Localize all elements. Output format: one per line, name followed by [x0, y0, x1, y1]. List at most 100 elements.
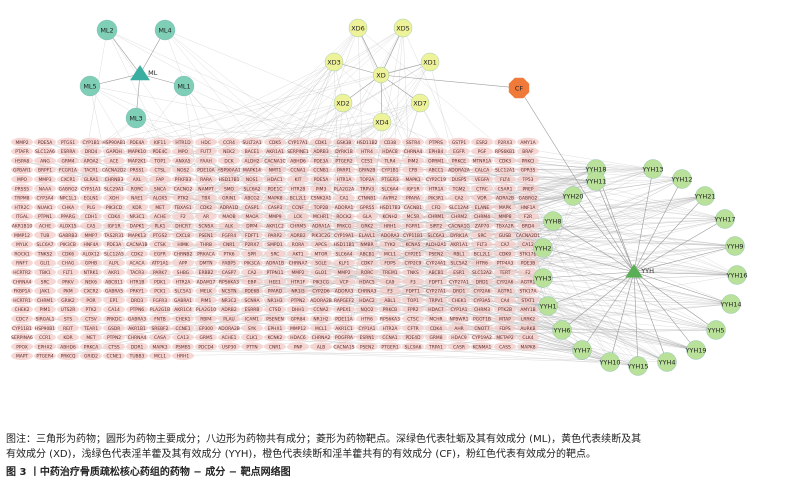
target-marker — [218, 175, 240, 184]
target-label: PTGS2 — [153, 233, 168, 239]
target-label: NR1I3 — [291, 289, 304, 295]
edge — [633, 271, 639, 367]
target-marker — [333, 212, 355, 221]
target-label: AKR1B1 — [128, 326, 146, 332]
target-node: GABRA5 — [103, 286, 125, 295]
target-marker — [264, 202, 286, 212]
target-marker — [103, 314, 125, 323]
target-marker — [57, 230, 79, 240]
target-node: EPHX1 — [264, 323, 286, 333]
target-label: CDK2 — [200, 205, 212, 211]
target-node: GRK2 — [356, 221, 378, 230]
target-marker — [264, 184, 286, 193]
target-label: AXL — [133, 177, 142, 183]
edge — [67, 206, 697, 351]
target-node: PDE4C — [149, 147, 171, 156]
target-marker — [471, 202, 493, 212]
target-label: CYP2A6 — [474, 289, 491, 295]
target-label: PTK2 — [177, 196, 188, 202]
target-node: ANXA5 — [172, 156, 194, 165]
target-marker — [264, 230, 286, 240]
target-marker — [494, 193, 516, 202]
target-marker — [402, 147, 424, 156]
edge — [412, 141, 738, 276]
target-marker — [80, 286, 102, 295]
target-label: DRD1 — [453, 289, 466, 295]
compound-label: XD2 — [336, 99, 350, 107]
target-marker — [264, 240, 286, 249]
target-node: AURKB — [517, 323, 539, 333]
target-label: NR1H3 — [267, 298, 282, 304]
target-node: RORA — [287, 240, 309, 249]
target-marker — [172, 323, 194, 333]
target-node: SPR — [241, 249, 263, 258]
compound-label: YYH11 — [584, 177, 606, 185]
edge — [552, 220, 635, 273]
target-label: TACR1 — [83, 168, 98, 174]
target-marker — [287, 184, 309, 193]
target-node: FUT7 — [195, 147, 217, 156]
target-marker — [402, 221, 424, 230]
target-node: ERBB2 — [195, 268, 217, 277]
edge — [159, 299, 639, 367]
target-node: TUBB3 — [126, 351, 148, 361]
target-node: CYP2E1 — [402, 249, 424, 258]
target-node: ESRRB — [241, 305, 263, 314]
target-node: PARP1 — [333, 165, 355, 175]
target-marker — [11, 240, 33, 249]
target-label: EPHX2 — [38, 344, 53, 350]
target-node: MMP12 — [287, 323, 309, 333]
target-node: TBK1 — [34, 268, 56, 277]
target-marker — [333, 295, 355, 305]
target-marker — [195, 333, 217, 342]
target-label: HRH1 — [384, 224, 397, 230]
target-node: HTR4 — [356, 147, 378, 156]
target-node: GRIK2 — [57, 295, 79, 305]
target-node: CTSK — [149, 240, 171, 249]
target-marker — [149, 268, 171, 277]
target-node: MMP3 — [34, 175, 56, 184]
target-node: AKR1C2 — [264, 221, 286, 230]
target-marker — [310, 333, 332, 342]
target-node: SLC29A1 — [103, 184, 125, 193]
target-node: ATP1A1 — [149, 258, 171, 268]
target-node: KCNMA1 — [471, 342, 493, 351]
target-label: HNF1A — [521, 205, 536, 211]
target-label: TYK2 — [383, 242, 395, 248]
target-label: PTGER3 — [381, 177, 399, 183]
target-node: CASS — [494, 342, 516, 351]
target-label: CYP17A1 — [288, 140, 308, 146]
target-node: PSEN2 — [425, 249, 447, 258]
target-label: ELAVL1 — [359, 233, 375, 239]
target-marker — [356, 305, 378, 314]
target-marker — [34, 268, 56, 277]
target-node: PIM1 — [34, 305, 56, 314]
target-label: PSEN1 — [199, 233, 213, 239]
target-marker — [287, 137, 309, 147]
target-marker — [103, 286, 125, 295]
target-node: MMP12 — [11, 230, 33, 240]
target-marker — [425, 147, 447, 156]
target-node: NR3C2 — [218, 295, 240, 305]
edge — [481, 245, 736, 329]
target-node: PDCD4 — [195, 342, 217, 351]
target-node: CLK4 — [517, 333, 539, 342]
target-node: NR3C1 — [126, 212, 148, 221]
target-node: EP300 — [195, 323, 217, 333]
compound-label: XD6 — [351, 24, 365, 32]
target-node: FGFR4 — [218, 230, 240, 240]
target-label: CSNK2A1 — [311, 196, 332, 202]
compound-label: YYH12 — [670, 175, 692, 183]
target-node: RBL1 — [448, 249, 470, 258]
target-marker — [126, 305, 148, 314]
target-node: THRB — [195, 240, 217, 249]
target-label: KDR — [132, 205, 141, 211]
target-node: PIK3CB — [57, 240, 79, 249]
target-label: EBP — [248, 279, 257, 285]
target-marker — [425, 286, 447, 295]
target-node: MMP9 — [264, 212, 286, 221]
target-marker — [149, 342, 171, 351]
shared-label: CF — [515, 84, 524, 92]
target-node: PTGER1 — [379, 342, 401, 351]
target-marker — [11, 295, 33, 305]
